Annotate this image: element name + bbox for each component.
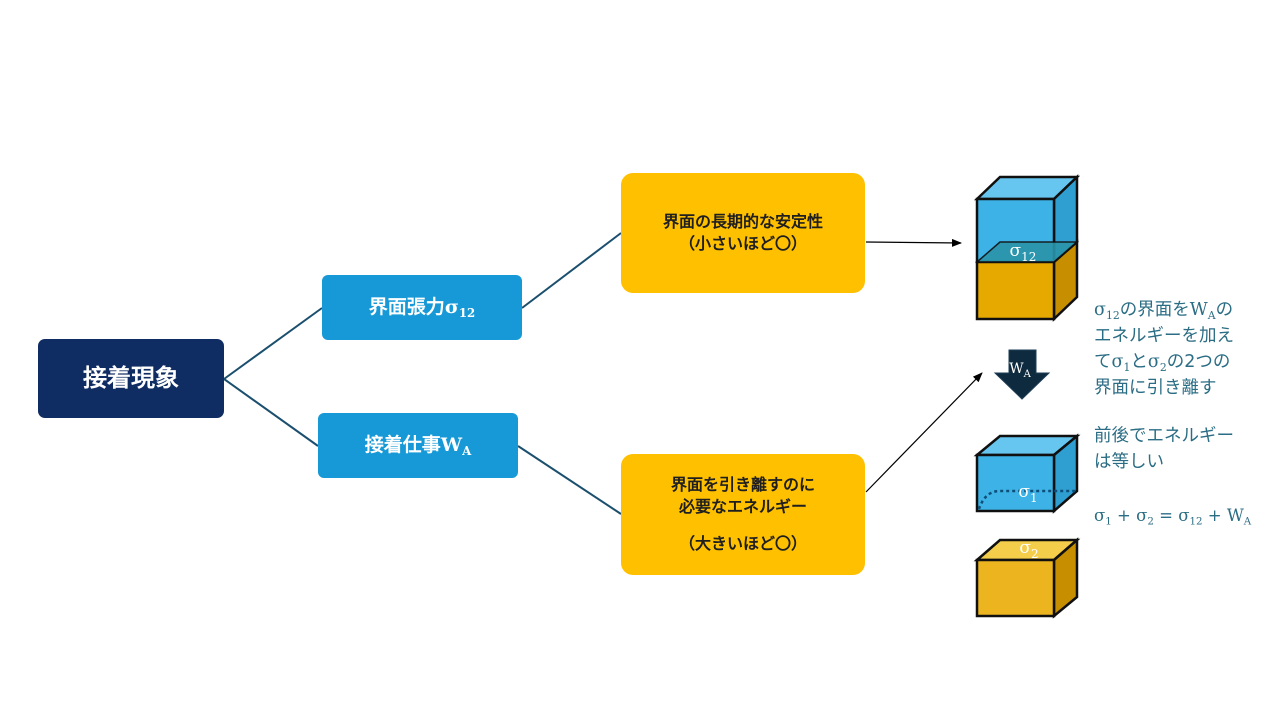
bonded-cube: σ12 <box>973 174 1081 322</box>
separated-blue-cube: σ1 <box>973 433 1081 514</box>
note-separation-line-2: エネルギーを加え <box>1094 326 1234 346</box>
node-long-term-stability: 界面の長期的な安定性 （小さいほど〇） <box>621 173 865 293</box>
note-separation-line-1: σ12の界面をWAの <box>1094 300 1234 322</box>
energy-line-2: 必要なエネルギー <box>678 496 807 516</box>
energy-line-1: 界面を引き離すのに <box>670 475 815 495</box>
root-node-label: 接着現象 <box>83 364 179 393</box>
node-work-of-adhesion-label: 接着仕事 <box>364 433 441 456</box>
note-energy-equal-line-2: は等しい <box>1094 452 1164 472</box>
cube-interface-label: σ12 <box>1010 241 1037 264</box>
note-separation-line-3: てσ1とσ2の2つの <box>1094 352 1231 374</box>
sigma12-symbol: σ12 <box>444 295 476 320</box>
node-separation-energy: 界面を引き離すのに 必要なエネルギー （大きいほど〇） <box>621 454 865 575</box>
stability-line-1: 界面の長期的な安定性 <box>662 212 823 232</box>
wa-symbol: WA <box>440 433 472 458</box>
arrow-to-separation <box>865 372 983 493</box>
energy-balance-equation: σ1 + σ2 = σ12 + WA <box>1094 506 1252 528</box>
root-node-adhesion: 接着現象 <box>38 339 224 418</box>
connector-root-tension <box>223 307 323 380</box>
surface-label-1: σ1 <box>1018 482 1037 505</box>
work-arrow: WA <box>993 349 1051 400</box>
separated-gold-cube: σ2 <box>973 537 1081 619</box>
work-arrow-label: WA <box>1009 361 1031 380</box>
note-separation: σ12の界面をWAの エネルギーを加え てσ1とσ2の2つの 界面に引き離す <box>1094 297 1274 401</box>
connector-tension-stability <box>521 232 622 309</box>
connector-work-energy <box>517 445 622 515</box>
energy-line-3: （大きいほど〇） <box>678 534 807 554</box>
note-energy-equal: 前後でエネルギー は等しい <box>1094 423 1274 475</box>
stability-line-2: （小さいほど〇） <box>678 234 807 253</box>
connector-root-work <box>223 378 319 447</box>
note-energy-equal-line-1: 前後でエネルギー <box>1094 426 1234 446</box>
surface-label-2: σ2 <box>1019 538 1038 561</box>
arrow-to-bonded-cube <box>865 238 962 247</box>
node-interfacial-tension-label: 界面張力 <box>368 295 445 318</box>
note-separation-line-4: 界面に引き離す <box>1094 378 1217 398</box>
